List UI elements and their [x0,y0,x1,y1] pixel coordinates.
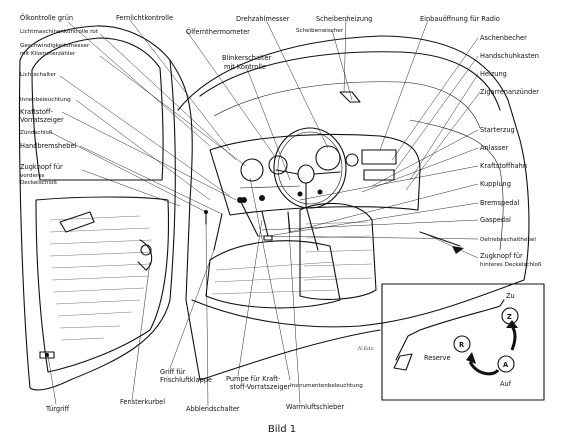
label-fensterkurbel: Fensterkurbel [120,398,165,406]
speedometer-gauge [240,158,264,182]
label-zigarren: Zigarrenanzünder [480,88,539,96]
label-zugknopf-hinten-1: Zugknopf für [480,252,523,260]
label-tacho-1: Geschwindigkeitsmesser [20,43,90,49]
label-fernlicht: Fernlichtkontrolle [116,14,173,22]
label-bremspedal: Bremspedal [480,199,519,207]
label-warmluft: Warmluftschieber [286,403,344,411]
callout-labels: Ölkontrolle grün Fernlichtkontrolle Lich… [20,13,542,413]
label-scheibenheizung: Scheibenheizung [316,15,372,23]
label-tuergriff: Türgriff [45,405,70,413]
label-oelkontrolle: Ölkontrolle grün [20,13,73,22]
label-tacho-2: mit Kilometerzähler [20,51,76,57]
label-zugknopf-2: vorderes [20,173,45,179]
label-lichtschalter: Lichtschalter [20,72,57,78]
label-kraftstoff-2: Vorratszeiger [20,116,64,124]
open-door [18,25,176,391]
label-pumpe-2: stoff-Vorratszeiger [230,383,291,391]
tachometer-gauge [315,145,341,171]
label-zugknopf-1: Zugknopf für [20,163,63,171]
label-starterzug: Starterzug [480,126,515,134]
floor-controls [204,197,464,254]
label-oelfiebel: Oelriebeschalthebel [480,237,536,243]
label-radio: Einbauöffnung für Radio [420,15,500,23]
glovebox [363,169,395,181]
radio-opening [361,149,397,165]
label-innenbel: Innenbeleuchtung [20,97,71,103]
label-zugknopf-3: Deckelschloß [20,180,57,186]
label-instrumentenbel: Instrumentenbeleuchtung [290,383,363,389]
label-aschenbecher: Aschenbecher [480,34,527,42]
label-blinker-1: Blinkerschalter [222,54,271,62]
label-gaspedal: Gaspedal [480,216,511,224]
label-anlasser: Anlasser [480,144,508,152]
fuel-tap-inset [381,283,545,401]
oil-thermometer-gauge [268,155,288,175]
leader-lines [47,19,481,407]
label-kupplung: Kupplung [480,180,511,188]
label-zugknopf-hinten-2: hinteres Deckelschloß [480,262,542,268]
inset-letter-r: R [459,341,464,349]
figure-caption: Bild 1 [268,424,296,435]
label-oelthermo: Ölfernthermometer [186,27,250,36]
label-kraftstoffhahn: Kraftstoffhahn [480,162,527,170]
label-handbremse: Handbremshebel [20,142,77,150]
position-r-icon [453,335,471,353]
label-kraftstoff-1: Kraftstoff- [20,108,53,116]
steering-wheel [273,127,347,251]
label-heizung: Heizung [480,70,507,78]
inset-letter-a: A [503,361,509,369]
position-a-icon [497,355,515,373]
label-griff-1: Griff für [160,368,186,376]
seat [205,202,377,309]
inset-letter-z: Z [507,313,512,321]
label-lichtmaschine: Lichtmaschinenkontrolle rot [20,29,99,35]
inset-labels: Zu Auf Reserve Z R A [424,292,515,388]
inset-label-reserve: Reserve [424,354,451,362]
car-body [169,35,530,381]
label-handschuh: Handschuhkasten [480,52,539,60]
label-pumpe-1: Pumpe für Kraft- [226,375,281,383]
label-scheibenwischer: Scheibenwischer [296,28,344,34]
inset-label-auf: Auf [500,380,512,388]
artist-signature: N.Edv. [357,346,375,352]
label-abblend: Abblendschalter [186,405,240,413]
inset-label-zu: Zu [506,292,515,300]
label-blinker-2: mit Kontrolle [224,63,266,71]
label-griff-2: Frischluftklappe [160,376,212,384]
label-zuendschloss: Zündschloß [20,130,53,136]
label-drehzahl: Drehzahlmesser [236,15,290,23]
